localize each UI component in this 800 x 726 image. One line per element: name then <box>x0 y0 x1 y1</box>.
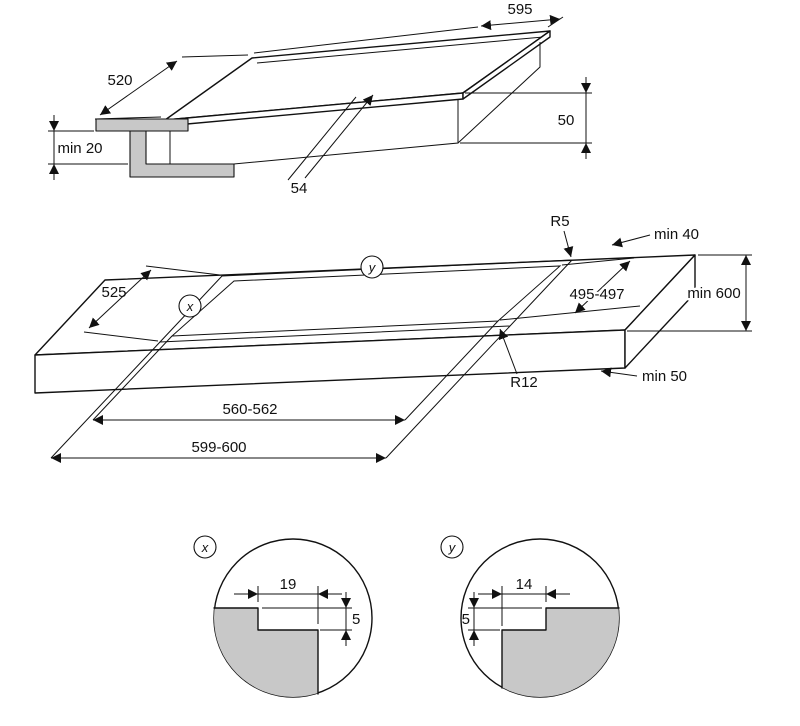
dim-body-54: 54 <box>287 94 374 197</box>
cutout-outline <box>170 265 562 337</box>
dim-label-14: 14 <box>516 576 533 593</box>
dim-label-495-497: 495-497 <box>569 286 624 303</box>
hob-glass-right-edge <box>462 30 551 100</box>
dim-label-r5: R5 <box>550 213 569 230</box>
detail-y-view: y 14 5 <box>440 535 620 698</box>
section-glass-bar <box>95 118 189 132</box>
detail-y-badge: y <box>440 535 464 559</box>
dim-min-back: min 40 <box>611 226 699 248</box>
dim-label-min20: min 20 <box>57 140 102 157</box>
dim-label-min600: min 600 <box>687 285 740 302</box>
hob-body-outline <box>169 42 541 171</box>
dim-label-54: 54 <box>291 180 308 197</box>
detail-y-profile <box>501 607 620 689</box>
dim-detail-x-step: 5 <box>262 592 360 646</box>
dim-label-r12: R12 <box>510 374 538 391</box>
detail-x-view: x 19 5 <box>193 535 373 698</box>
section-marker-y-label: y <box>368 260 377 275</box>
hob-isometric-view: min 20 595 520 50 54 <box>48 1 592 197</box>
dim-label-19: 19 <box>280 576 297 593</box>
dim-label-525: 525 <box>101 284 126 301</box>
dim-detail-x-width: 19 <box>234 576 342 624</box>
dim-label-50: 50 <box>558 112 575 129</box>
dim-glass-width: 599-600 <box>50 325 511 463</box>
dim-detail-y-width: 14 <box>478 576 570 626</box>
dim-detail-y-step: 5 <box>462 592 542 646</box>
dim-radius-outer: R5 <box>550 213 574 258</box>
section-bracket <box>129 130 235 178</box>
dim-depth-520: 520 <box>94 54 249 120</box>
section-marker-x: x <box>178 294 202 318</box>
dim-glass-depth-525: 525 <box>83 265 221 342</box>
dim-cutout-width: 560-562 <box>92 320 499 425</box>
dim-label-min40: min 40 <box>654 226 699 243</box>
section-marker-y: y <box>360 255 384 279</box>
dim-label-599-600: 599-600 <box>191 439 246 456</box>
detail-y-badge-label: y <box>448 540 457 555</box>
detail-x-badge-label: x <box>201 540 209 555</box>
section-marker-x-label: x <box>186 299 194 314</box>
detail-x-badge: x <box>193 535 217 559</box>
dim-min-clearance: min 20 <box>48 115 128 180</box>
dim-label-5x: 5 <box>352 611 360 628</box>
dim-cutout-depth: 495-497 <box>499 257 641 321</box>
dim-min-depth: min 600 <box>627 254 752 332</box>
worktop-right-face <box>624 254 696 369</box>
dim-min-front: min 50 <box>600 367 687 385</box>
dim-label-595: 595 <box>507 1 532 18</box>
dim-label-5y: 5 <box>462 611 470 628</box>
dim-label-520: 520 <box>107 72 132 89</box>
hob-footprint-outline <box>158 259 574 343</box>
detail-x-profile <box>213 607 319 695</box>
worktop-cutout-view: 525 495-497 min 40 min 600 R5 R12 <box>34 213 752 463</box>
dim-height-50: 50 <box>460 77 592 159</box>
dim-radius-cutout: R12 <box>498 328 538 391</box>
dim-label-560-562: 560-562 <box>222 401 277 418</box>
dim-label-min50: min 50 <box>642 368 687 385</box>
dim-width-595: 595 <box>253 1 564 54</box>
